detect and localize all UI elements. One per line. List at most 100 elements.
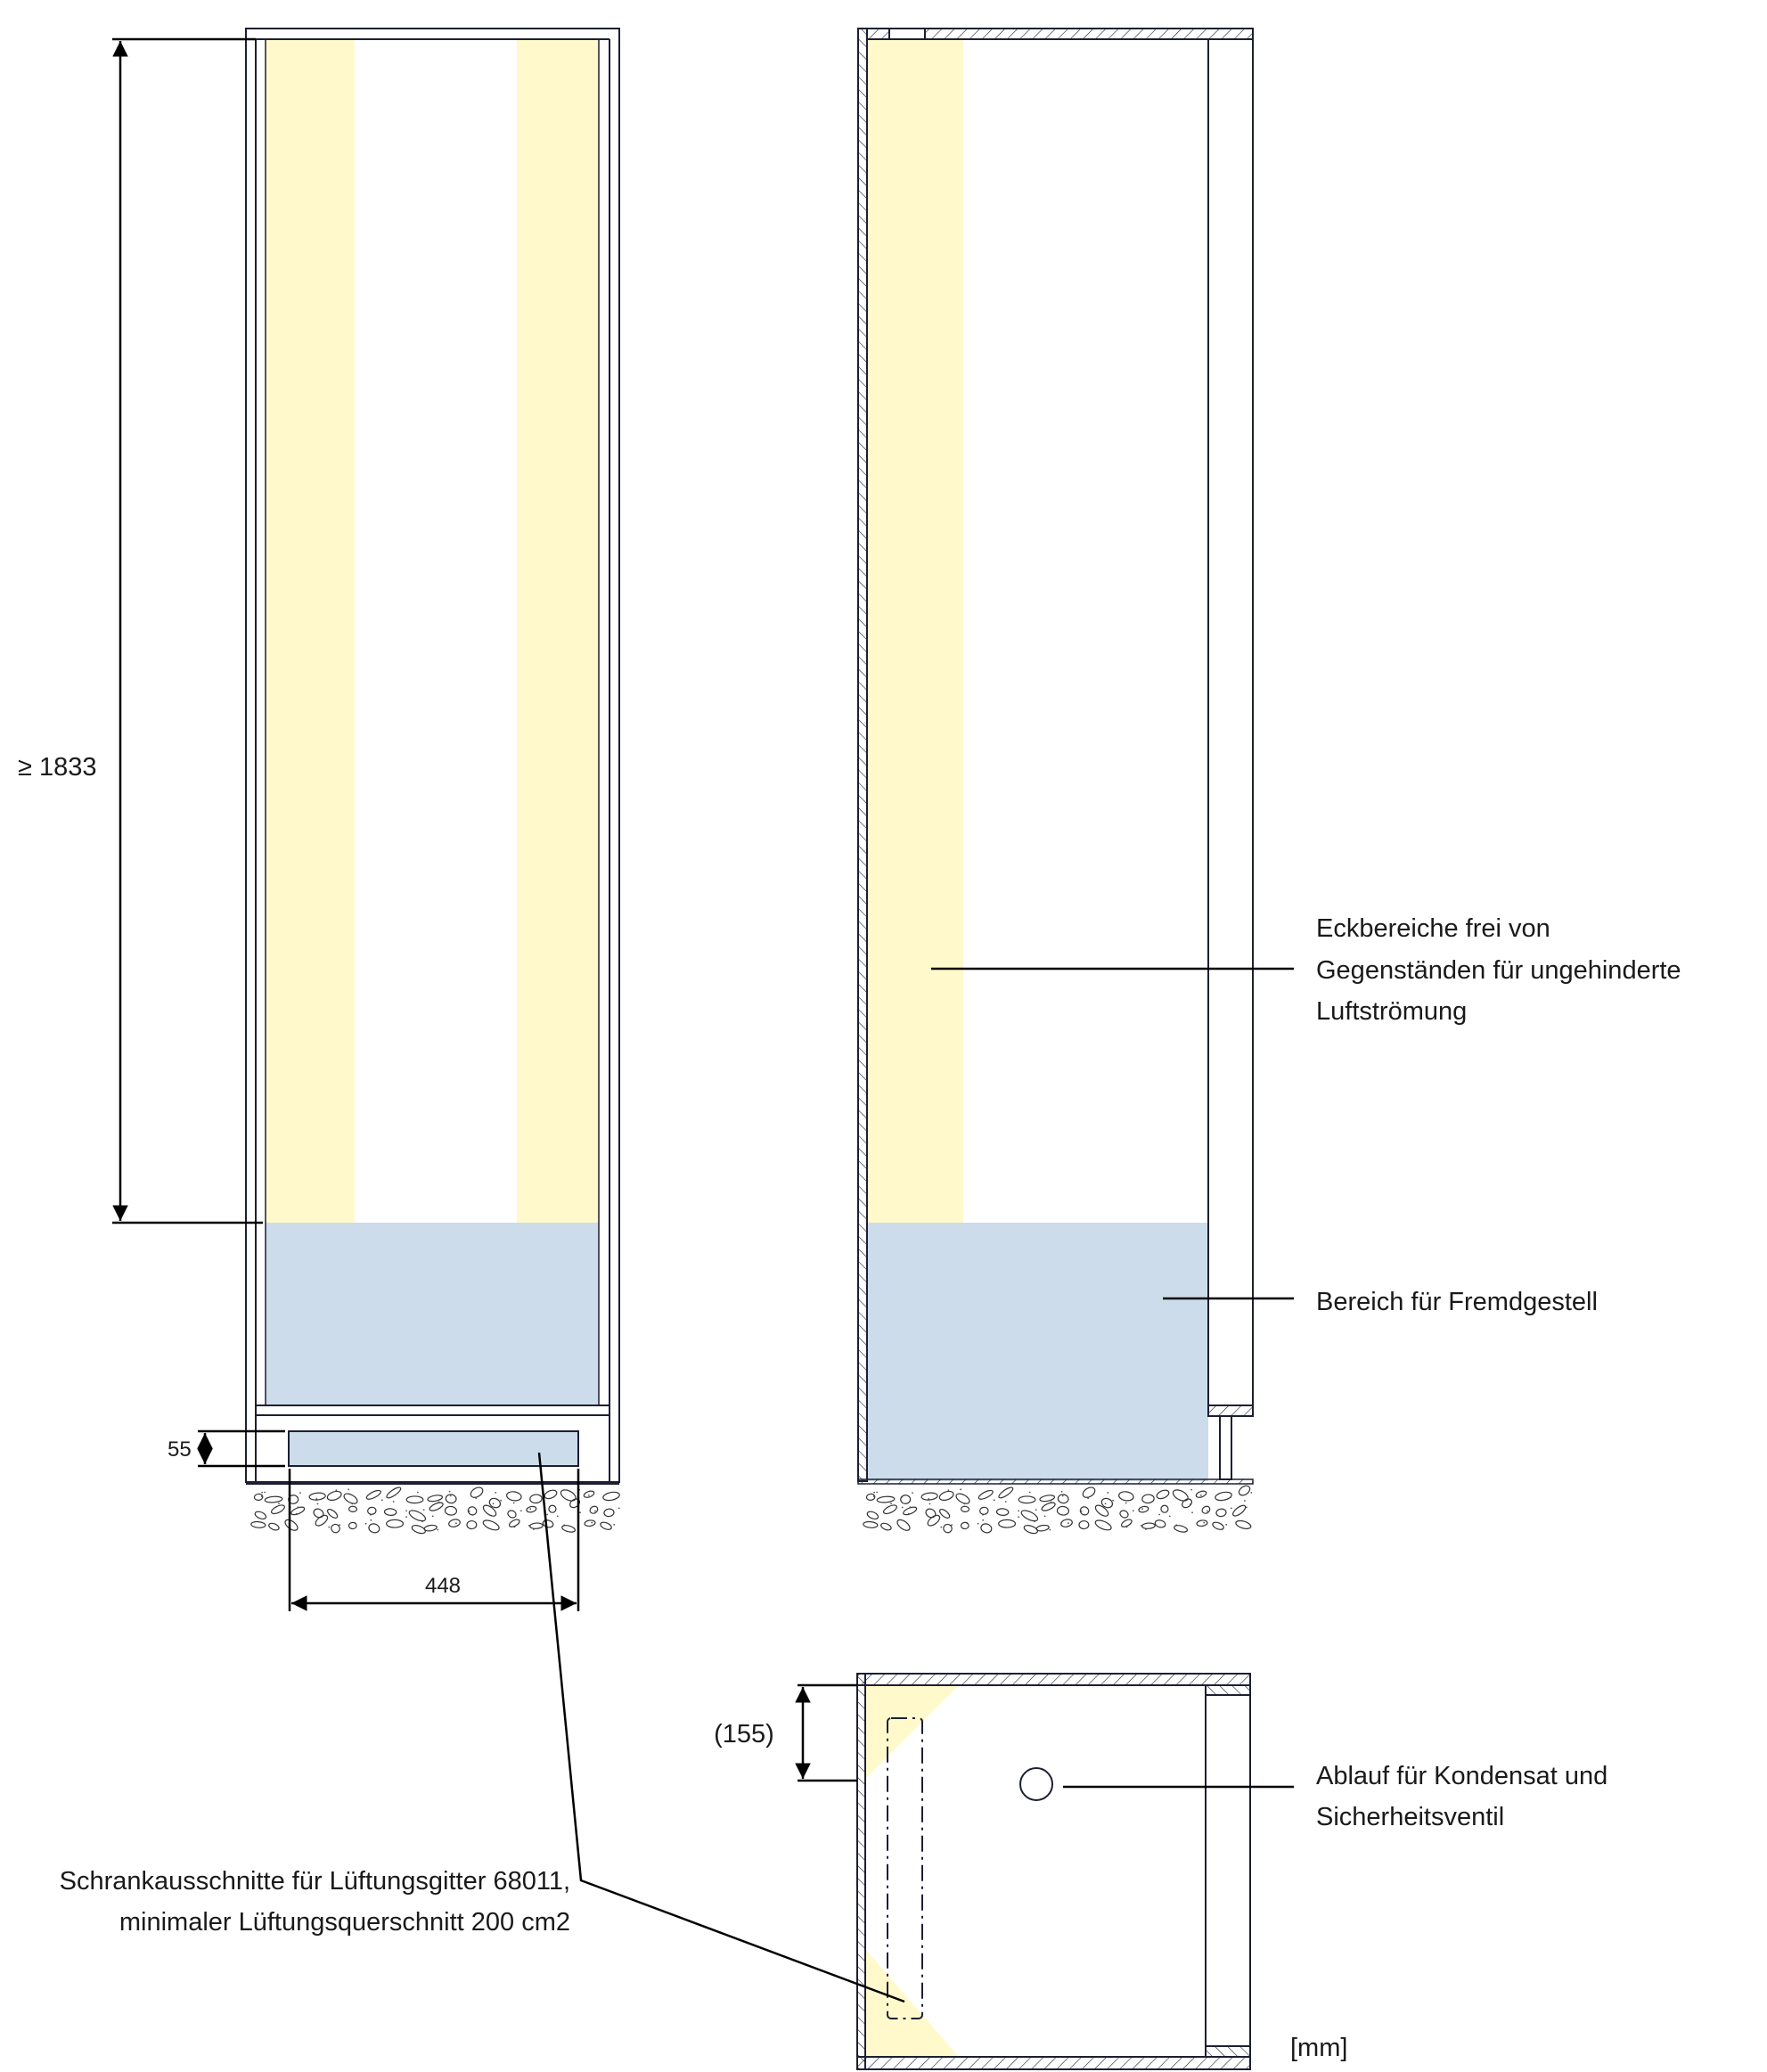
gravel-stone bbox=[903, 1506, 918, 1516]
gravel-stone bbox=[979, 1506, 989, 1515]
gravel-dot bbox=[1199, 1494, 1202, 1496]
gravel-dot bbox=[529, 1508, 532, 1511]
gravel-stone bbox=[980, 1523, 993, 1534]
gravel-stone bbox=[365, 1489, 381, 1500]
gravel-stone bbox=[1094, 1519, 1112, 1531]
gravel-stone bbox=[386, 1519, 405, 1528]
gravel-dot bbox=[264, 1491, 266, 1494]
gravel-stone bbox=[1172, 1489, 1189, 1502]
gravel-stone bbox=[896, 1519, 911, 1531]
gravel-stone bbox=[925, 1508, 937, 1519]
gravel-dot bbox=[1107, 1492, 1109, 1494]
gravel-stone bbox=[865, 1493, 876, 1501]
gravel-dot bbox=[1018, 1510, 1020, 1512]
gravel-dot bbox=[912, 1492, 913, 1495]
ground-gravel bbox=[250, 1486, 620, 1535]
gravel-dot bbox=[947, 1489, 950, 1492]
gravel-dot bbox=[471, 1513, 474, 1516]
gravel-stone bbox=[548, 1504, 557, 1513]
front-view: ≥ 1833 55 448 bbox=[18, 28, 620, 1611]
gravel-stone bbox=[367, 1506, 377, 1515]
gravel-stone bbox=[482, 1504, 497, 1517]
gravel-stone bbox=[938, 1490, 954, 1501]
gravel-stone bbox=[386, 1486, 402, 1499]
gravel-dot bbox=[1141, 1508, 1144, 1511]
gravel-stone bbox=[1196, 1519, 1208, 1527]
gravel-stone bbox=[343, 1493, 358, 1504]
gravel-stone bbox=[429, 1502, 444, 1511]
dim-height-label: ≥ 1833 bbox=[18, 753, 97, 782]
gravel-stone bbox=[326, 1508, 339, 1519]
drain-circle bbox=[1019, 1767, 1053, 1801]
side-door-bottom bbox=[1207, 1405, 1254, 1417]
gravel-stone bbox=[268, 1522, 280, 1531]
gravel-stone bbox=[1035, 1524, 1050, 1532]
gravel-stone bbox=[943, 1523, 953, 1534]
side-top-opening bbox=[888, 28, 926, 40]
gravel-dot bbox=[556, 1515, 559, 1518]
gravel-stone bbox=[250, 1520, 266, 1528]
gravel-stone bbox=[445, 1494, 457, 1504]
gravel-dot bbox=[1244, 1500, 1246, 1502]
gravel-stone bbox=[1039, 1495, 1056, 1503]
gravel-stone bbox=[1182, 1498, 1193, 1509]
gravel-dot bbox=[448, 1490, 451, 1493]
gravel-stone bbox=[466, 1519, 478, 1530]
gravel-stone bbox=[1094, 1504, 1109, 1517]
gravel-dot bbox=[261, 1491, 264, 1494]
gravel-dot bbox=[1061, 1495, 1064, 1497]
gravel-dot bbox=[546, 1513, 548, 1516]
side-plinth bbox=[1219, 1415, 1232, 1480]
gravel-dot bbox=[438, 1501, 440, 1503]
gravel-dot bbox=[993, 1499, 995, 1502]
gravel-dot bbox=[1112, 1499, 1115, 1502]
gravel-stone bbox=[313, 1508, 324, 1519]
gravel-dot bbox=[872, 1495, 875, 1498]
annotation-line: Luftströmung bbox=[1316, 997, 1467, 1026]
gravel-dot bbox=[1132, 1510, 1134, 1512]
gravel-dot bbox=[437, 1528, 439, 1531]
side-top-wall-a bbox=[866, 28, 890, 40]
gravel-dot bbox=[1049, 1528, 1051, 1531]
gravel-stone bbox=[995, 1508, 1010, 1516]
side-ground-gravel bbox=[863, 1485, 1253, 1535]
gravel-stone bbox=[326, 1490, 342, 1501]
gravel-dot bbox=[405, 1516, 408, 1519]
gravel-stone bbox=[1154, 1519, 1166, 1528]
side-air-zone bbox=[867, 39, 963, 1223]
gravel-dot bbox=[297, 1506, 299, 1509]
gravel-stone bbox=[506, 1491, 522, 1502]
gravel-dot bbox=[1104, 1503, 1107, 1505]
gravel-stone bbox=[583, 1490, 595, 1498]
gravel-dot bbox=[513, 1526, 516, 1528]
gravel-stone bbox=[1174, 1525, 1189, 1533]
gravel-stone bbox=[448, 1519, 461, 1527]
gravel-dot bbox=[928, 1503, 931, 1505]
gravel-stone bbox=[348, 1505, 358, 1512]
gravel-dot bbox=[1043, 1515, 1046, 1518]
gravel-dot bbox=[1050, 1501, 1052, 1503]
gravel-dot bbox=[594, 1510, 596, 1512]
gravel-stone bbox=[880, 1522, 892, 1531]
gravel-stone bbox=[315, 1514, 329, 1527]
gravel-dot bbox=[492, 1503, 495, 1505]
gravel-stone bbox=[1100, 1497, 1114, 1509]
gravel-dot bbox=[500, 1499, 503, 1502]
gravel-stone bbox=[264, 1495, 283, 1503]
annotation-line: minimaler Lüftungsquerschnitt 200 cm2 bbox=[119, 1908, 570, 1937]
gravel-dot bbox=[392, 1501, 395, 1503]
gravel-stone bbox=[584, 1519, 596, 1527]
gravel-stone bbox=[960, 1521, 969, 1530]
gravel-stone bbox=[998, 1519, 1017, 1528]
gravel-stone bbox=[1212, 1521, 1224, 1530]
gravel-stone bbox=[602, 1491, 620, 1502]
gravel-stone bbox=[411, 1525, 426, 1535]
cabinet-outer-frame bbox=[245, 28, 620, 1483]
gravel-dot bbox=[901, 1506, 904, 1509]
gravel-dot bbox=[1190, 1488, 1193, 1491]
gravel-stone bbox=[1078, 1519, 1090, 1530]
gravel-dot bbox=[339, 1524, 341, 1527]
gravel-dot bbox=[449, 1495, 452, 1497]
side-back-wall bbox=[857, 28, 868, 1482]
